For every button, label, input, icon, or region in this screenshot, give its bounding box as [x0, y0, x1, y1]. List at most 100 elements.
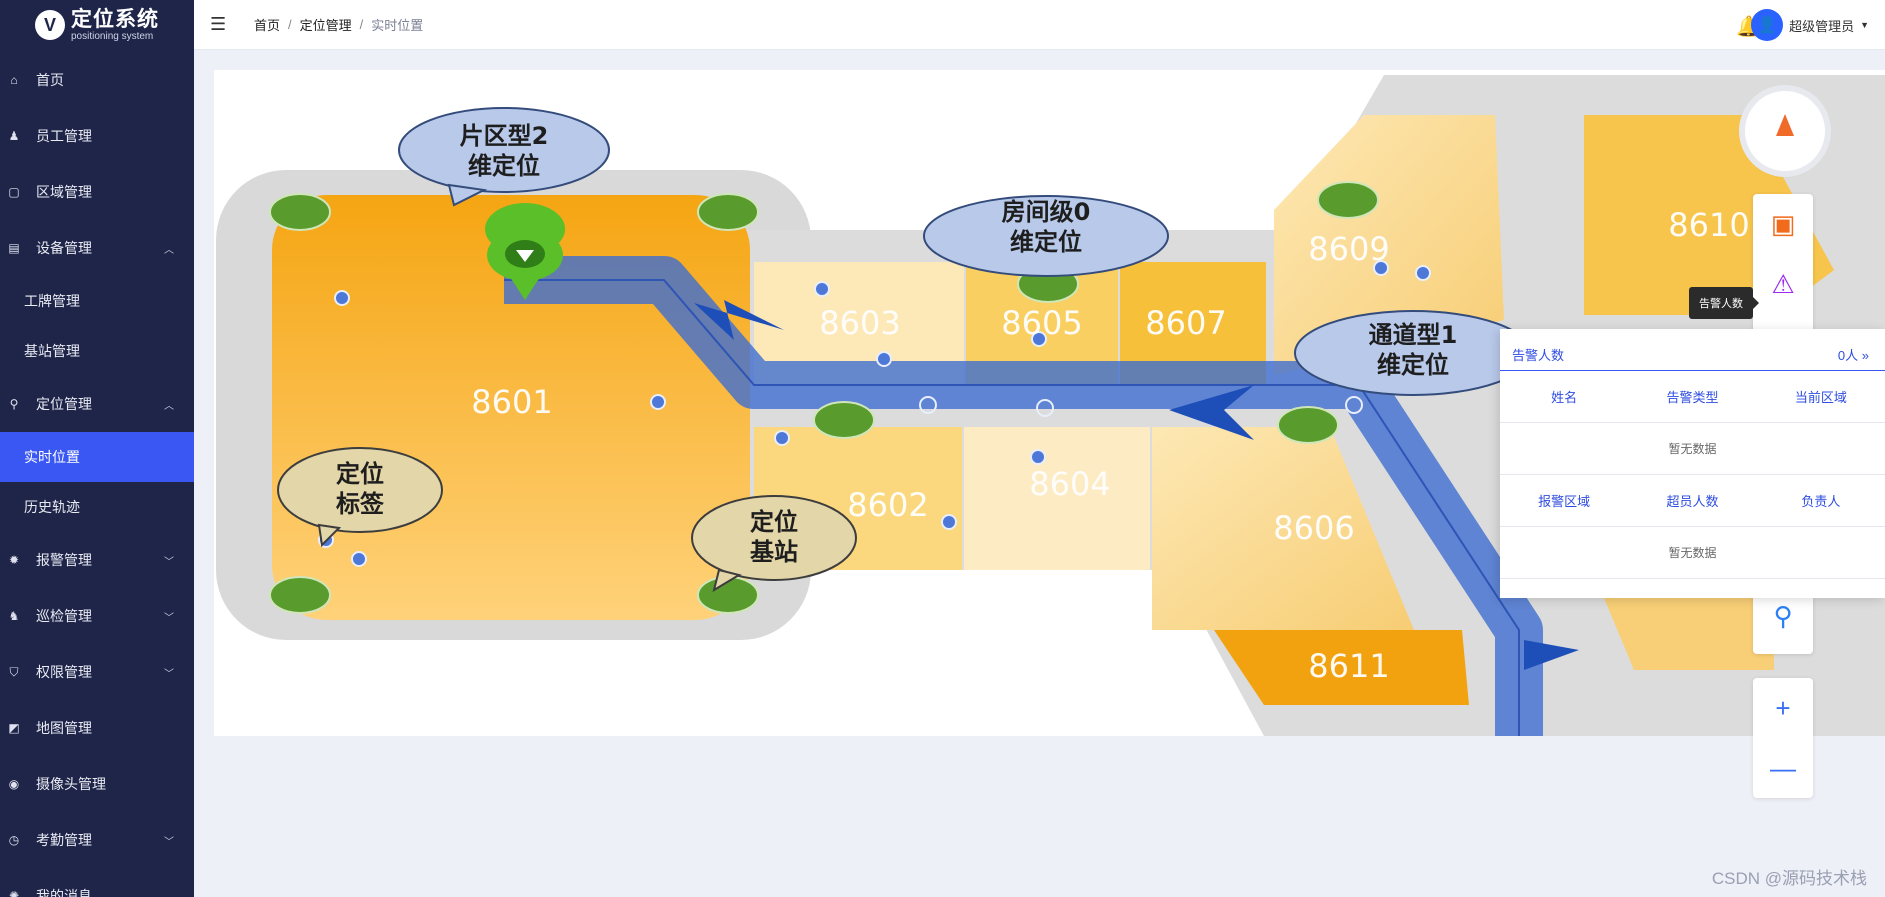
- sidebar: V 定位系统 positioning system ⌂ 首页 ♟ 员工管理 ▢ …: [0, 0, 194, 897]
- column-header: 告警类型: [1666, 390, 1719, 405]
- sidebar-item-home[interactable]: ⌂ 首页: [0, 52, 194, 108]
- sidebar-subitem-stations[interactable]: 基站管理: [0, 326, 194, 376]
- sidebar-subitem-history[interactable]: 历史轨迹: [0, 482, 194, 532]
- logo-title: 定位系统: [71, 7, 159, 31]
- sidebar-item-label: 考勤管理: [36, 832, 92, 848]
- camera-icon: ◉: [8, 777, 20, 791]
- sidebar-item-permissions[interactable]: ⛉ 权限管理 ﹀: [0, 644, 194, 700]
- callout-channel: 通道型1 维定位: [1294, 310, 1532, 396]
- compass-control[interactable]: [1745, 91, 1825, 171]
- zoom-in-button[interactable]: +: [1775, 692, 1791, 723]
- user-menu[interactable]: 👤 超级管理员 ▼: [1751, 9, 1869, 41]
- sidebar-item-label: 员工管理: [36, 128, 92, 144]
- column-header: 超员人数: [1666, 494, 1719, 509]
- avatar: 👤: [1751, 9, 1784, 41]
- sidebar-item-positioning[interactable]: ⚲ 定位管理 ︿: [0, 376, 194, 432]
- location-tag-dot: [774, 430, 790, 446]
- room-label: 8604: [1029, 465, 1110, 503]
- room-label: 8606: [1273, 509, 1354, 547]
- sidebar-item-label: 报警管理: [36, 552, 92, 568]
- base-station-icon: [697, 193, 759, 231]
- svg-text:维定位: 维定位: [468, 152, 540, 180]
- svg-text:片区型2: 片区型2: [460, 122, 549, 150]
- arrow-marker: [1169, 385, 1254, 440]
- sidebar-item-label: 基站管理: [24, 343, 80, 359]
- svg-text:维定位: 维定位: [1377, 351, 1449, 379]
- corridor-edge: [504, 279, 1520, 736]
- shield-icon: ⛉: [9, 664, 19, 679]
- sidebar-item-alarms[interactable]: ✹ 报警管理 ﹀: [0, 532, 194, 588]
- location-tag-dot: [876, 351, 892, 367]
- location-tag-dot: [814, 281, 830, 297]
- device-icon: ▤: [8, 241, 20, 255]
- sidebar-item-employees[interactable]: ♟ 员工管理: [0, 108, 194, 164]
- menu-toggle-icon[interactable]: ☰: [210, 14, 227, 34]
- svg-text:定位: 定位: [336, 460, 384, 488]
- alarm-panel-title: 告警人数: [1512, 348, 1565, 363]
- zoom-out-button[interactable]: —: [1770, 752, 1796, 783]
- location-tag-dot: [351, 551, 367, 567]
- sidebar-item-devices[interactable]: ▤ 设备管理 ︿: [0, 220, 194, 276]
- room-8604: [964, 427, 1150, 570]
- base-station-icon: [1317, 181, 1379, 219]
- base-station-icon: [813, 401, 875, 439]
- watermark: CSDN @源码技术栈: [1711, 869, 1867, 888]
- callout-station: 定位 基站: [691, 495, 857, 593]
- sidebar-item-label: 设备管理: [36, 240, 92, 256]
- room-label: 8607: [1145, 304, 1226, 342]
- location-tag-dot: [919, 396, 937, 414]
- alarm-panel-header: 告警人数 0人 »: [1500, 329, 1885, 371]
- base-station-icon: [269, 576, 331, 614]
- room-label: 8605: [1001, 304, 1082, 342]
- room-label: 8602: [847, 486, 928, 524]
- chevron-up-icon: ︿: [164, 244, 174, 256]
- area-icon: ▢: [8, 185, 20, 199]
- zoom-control: + —: [1753, 678, 1813, 798]
- sidebar-item-areas[interactable]: ▢ 区域管理: [0, 164, 194, 220]
- breadcrumb-current: 实时位置: [371, 18, 424, 33]
- top-header: ☰ 首页 / 定位管理 / 实时位置 🔔 👤 超级管理员 ▼: [194, 0, 1885, 50]
- sidebar-item-maps[interactable]: ◩ 地图管理: [0, 700, 194, 756]
- floor-map[interactable]: 8601 8602 8603 8604 8605 8606 8607 8609 …: [214, 70, 1885, 736]
- location-tag-dot: [334, 290, 350, 306]
- table-header: 报警区域 超员人数 负责人: [1500, 475, 1885, 527]
- alarm-light-icon[interactable]: ⚠: [1771, 268, 1795, 299]
- location-tag-dot: [1036, 399, 1054, 417]
- table-header: 姓名 告警类型 当前区域: [1500, 371, 1885, 423]
- svg-text:维定位: 维定位: [1010, 228, 1082, 256]
- sidebar-item-cameras[interactable]: ◉ 摄像头管理: [0, 756, 194, 812]
- compass-icon: [1776, 114, 1794, 136]
- breadcrumb-home[interactable]: 首页: [254, 18, 281, 33]
- sidebar-item-label: 地图管理: [36, 720, 92, 736]
- sidebar-subitem-badges[interactable]: 工牌管理: [0, 276, 194, 326]
- base-station-icon: [269, 193, 331, 231]
- column-header: 当前区域: [1794, 390, 1847, 405]
- chevron-down-icon: ﹀: [164, 836, 174, 848]
- alarm-count-link[interactable]: 0人 »: [1837, 348, 1869, 363]
- location-tag-dot: [1345, 396, 1363, 414]
- room-label: 8603: [819, 304, 900, 342]
- sidebar-item-label: 摄像头管理: [36, 776, 106, 792]
- sidebar-subitem-realtime[interactable]: 实时位置: [0, 432, 194, 482]
- breadcrumb-positioning[interactable]: 定位管理: [299, 18, 352, 33]
- sidebar-item-attendance[interactable]: ◷ 考勤管理 ﹀: [0, 812, 194, 868]
- location-tag-dot: [650, 394, 666, 410]
- sidebar-item-patrol[interactable]: ♞ 巡检管理 ﹀: [0, 588, 194, 644]
- logo-subtitle: positioning system: [71, 30, 154, 42]
- alarm-panel: 告警人数 0人 » 姓名 告警类型 当前区域 暂无数据 报警区域 超员人数 负责…: [1500, 329, 1885, 598]
- room-8606: [1152, 427, 1414, 630]
- map-icon: ◩: [8, 721, 20, 735]
- alarm-tooltip: 告警人数: [1689, 287, 1759, 319]
- person-location-icon[interactable]: ⚲: [1773, 600, 1793, 631]
- contact-card-icon[interactable]: ▣: [1770, 208, 1796, 239]
- sidebar-item-label: 工牌管理: [24, 293, 80, 309]
- location-icon: ⚲: [9, 397, 19, 411]
- logo: V 定位系统 positioning system: [0, 0, 194, 50]
- svg-text:通道型1: 通道型1: [1369, 321, 1458, 349]
- column-header: 报警区域: [1538, 494, 1591, 509]
- svg-text:基站: 基站: [750, 538, 798, 566]
- sidebar-item-messages[interactable]: ✺ 我的消息: [0, 868, 194, 897]
- breadcrumb: 首页 / 定位管理 / 实时位置: [254, 17, 424, 33]
- location-tag-dot: [1031, 331, 1047, 347]
- callout-tag: 定位 标签: [277, 447, 443, 548]
